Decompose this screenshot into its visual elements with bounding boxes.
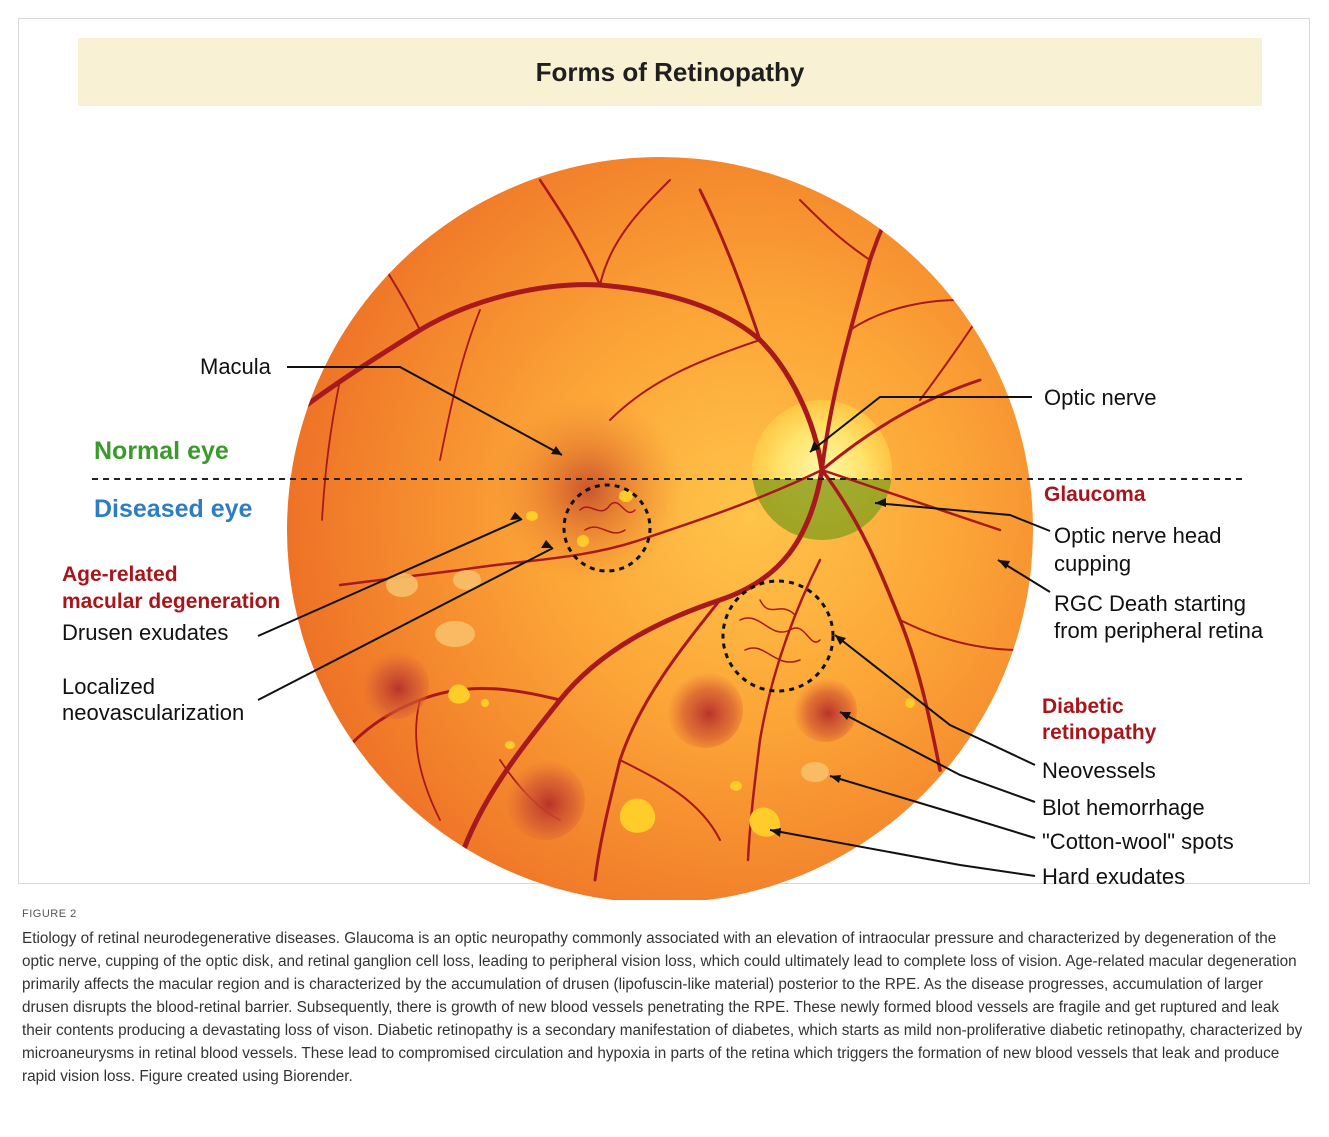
diabetic-retinopathy-label-line1: Diabetic xyxy=(1042,693,1124,720)
amd-label-line2: macular degeneration xyxy=(62,588,280,615)
rgc-label-line2: from peripheral retina xyxy=(1054,617,1263,644)
cupping-label-line2: cupping xyxy=(1054,550,1131,577)
normal-eye-label: Normal eye xyxy=(94,438,229,465)
glaucoma-label: Glaucoma xyxy=(1044,481,1146,508)
blot-hemorrhage xyxy=(793,678,857,742)
diseased-eye-label: Diseased eye xyxy=(94,496,252,523)
blot-hemorrhage xyxy=(505,760,585,840)
figure-number: FIGURE 2 xyxy=(22,908,77,920)
blot-hemorrhage xyxy=(361,651,429,719)
drusen-label: Drusen exudates xyxy=(62,619,228,646)
blot-hemorrhage xyxy=(667,672,743,748)
rgc-label-line1: RGC Death starting xyxy=(1054,590,1246,617)
diabetic-retinopathy-label-line2: retinopathy xyxy=(1042,719,1156,746)
neovessels-label: Neovessels xyxy=(1042,757,1156,784)
blot-hemorrhage-label: Blot hemorrhage xyxy=(1042,794,1205,821)
cupping-label-line1: Optic nerve head xyxy=(1054,522,1222,549)
neovascularization-label-line1: Localized xyxy=(62,673,155,700)
macula-label: Macula xyxy=(200,353,271,380)
cotton-wool-label: "Cotton-wool" spots xyxy=(1042,828,1234,855)
figure-caption: Etiology of retinal neurodegenerative di… xyxy=(22,927,1312,1088)
amd-label-line1: Age-related xyxy=(62,561,178,588)
optic-nerve-label: Optic nerve xyxy=(1044,384,1157,411)
hard-exudates-label: Hard exudates xyxy=(1042,863,1185,890)
neovascularization-label-line2: neovascularization xyxy=(62,699,244,726)
